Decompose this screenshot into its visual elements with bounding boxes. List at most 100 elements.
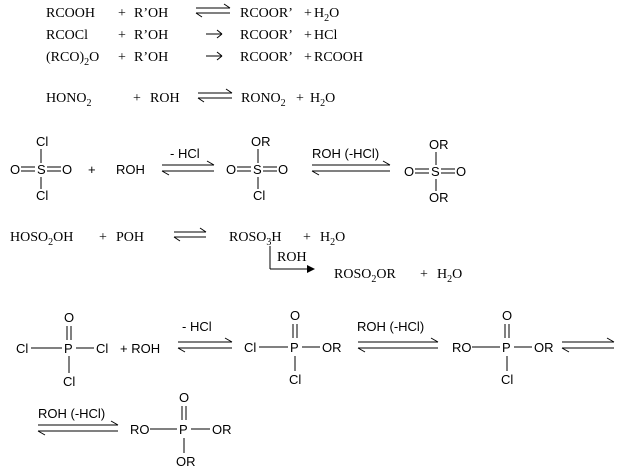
sulfur-atom: S — [37, 162, 46, 177]
reactant-anhydride: (RCO)2O — [46, 50, 99, 68]
reactant-alcohol: R’OH — [134, 28, 168, 43]
reactant-alcohol: ROH — [116, 162, 145, 177]
plus-sign: + — [303, 230, 311, 245]
oxygen-atom-top: O — [179, 390, 189, 405]
forward-arrow — [206, 29, 223, 39]
esterification-anhydride: (RCO)2O + R’OH RCOOR’ + RCOOH — [46, 50, 363, 68]
phosphoryl-chloride-reaction: O Cl P Cl Cl + ROH - HCl O Cl P — [16, 308, 615, 469]
oxygen-atom-right: O — [456, 164, 466, 179]
phosphorus-atom: P — [64, 341, 73, 356]
reactant-alcohol: ROH — [150, 91, 180, 106]
chlorine-atom-bottom: Cl — [289, 372, 301, 387]
chlorine-atom-bottom: Cl — [63, 374, 75, 389]
arrow-label-hcl: - HCl — [170, 146, 200, 161]
arrow-label-roh-hcl: ROH (-HCl) — [38, 406, 105, 421]
chlorine-atom-bottom: Cl — [501, 372, 513, 387]
chlorine-atom-top: Cl — [36, 134, 48, 149]
oxygen-atom-left: O — [10, 162, 20, 177]
plus-sign: + — [118, 6, 126, 21]
reactant-acid: RCOOH — [46, 6, 95, 21]
reactant-alcohol: + ROH — [120, 341, 160, 356]
or-group-top: OR — [251, 134, 271, 149]
oxygen-atom-top: O — [290, 308, 300, 323]
branch-label-roh: ROH — [277, 250, 307, 265]
reactant-alcohol: R’OH — [134, 50, 168, 65]
byproduct-water: H2O — [310, 91, 335, 109]
equilibrium-arrow — [177, 337, 233, 353]
equilibrium-arrow — [161, 160, 215, 176]
oxygen-atom-right: O — [278, 162, 288, 177]
chlorine-atom-bottom: Cl — [36, 188, 48, 203]
or-group-top: OR — [429, 137, 449, 152]
byproduct-hcl: HCl — [314, 28, 337, 43]
chlorine-atom-left: Cl — [244, 340, 256, 355]
chlorine-atom-bottom: Cl — [253, 188, 265, 203]
reactant-nitric-acid: HONO2 — [46, 91, 91, 109]
sulfuryl-chloride-structure: Cl O S O Cl — [10, 134, 72, 203]
plus-sign: + — [304, 50, 312, 65]
oxygen-atom-left: O — [404, 164, 414, 179]
product-ester: RCOOR’ — [240, 28, 293, 43]
equilibrium-arrow — [197, 88, 233, 103]
equilibrium-arrow — [195, 3, 231, 18]
plus-sign: + — [304, 6, 312, 21]
oxygen-atom-right: O — [62, 162, 72, 177]
sulfur-atom: S — [253, 162, 262, 177]
byproduct-water: H2O — [314, 6, 339, 24]
trialkyl-phosphate-structure: O RO P OR OR — [130, 390, 232, 469]
arrow-label-roh-hcl: ROH (-HCl) — [312, 146, 379, 161]
nitric-ester-reaction: HONO2 + ROH RONO2 + H2O — [46, 88, 335, 109]
byproduct-acid: RCOOH — [314, 50, 363, 65]
arrow-label-roh-hcl: ROH (-HCl) — [357, 319, 424, 334]
chlorophosphate-diester-structure: O RO P OR Cl — [452, 308, 554, 387]
chlorosulfate-structure: OR O S O Cl — [226, 134, 288, 203]
or-group-right: OR — [212, 422, 232, 437]
plus-sign: + — [304, 28, 312, 43]
or-group-right: OR — [534, 340, 554, 355]
ro-group-left: RO — [130, 422, 150, 437]
equilibrium-arrow — [357, 337, 439, 353]
branch-arrow — [269, 246, 315, 273]
reactant-alcohol: POH — [116, 230, 144, 245]
ro-group-left: RO — [452, 340, 472, 355]
plus-sign: + — [420, 267, 428, 282]
arrow-label-hcl: - HCl — [182, 319, 212, 334]
sulfur-atom: S — [431, 164, 440, 179]
plus-sign: + — [88, 162, 96, 177]
plus-sign: + — [133, 91, 141, 106]
esterification-acid-chloride: RCOCl + R’OH RCOOR’ + HCl — [46, 28, 337, 43]
reactant-sulfuric-acid: HOSO2OH — [10, 230, 73, 248]
phosphoryl-chloride-structure: O Cl P Cl Cl — [16, 310, 108, 389]
plus-sign: + — [118, 28, 126, 43]
forward-arrow — [206, 51, 223, 61]
product-nitrate: RONO2 — [241, 91, 287, 109]
chlorine-atom-left: Cl — [16, 341, 28, 356]
byproduct-water: H2O — [437, 267, 462, 285]
reactant-acid-chloride: RCOCl — [46, 28, 88, 43]
product-ester: RCOOR’ — [240, 6, 293, 21]
chlorine-atom-right: Cl — [96, 341, 108, 356]
dichlorophosphate-structure: O Cl P OR Cl — [244, 308, 342, 387]
plus-sign: + — [118, 50, 126, 65]
product-dialkyl-sulfate: ROSO2OR — [334, 267, 396, 285]
or-group-bottom: OR — [429, 190, 449, 205]
oxygen-atom-left: O — [226, 162, 236, 177]
plus-sign: + — [99, 230, 107, 245]
byproduct-water: H2O — [320, 230, 345, 248]
product-ester: RCOOR’ — [240, 50, 293, 65]
oxygen-atom-top: O — [502, 308, 512, 323]
equilibrium-arrow — [561, 337, 615, 353]
dialkyl-sulfate-structure: OR O S O OR — [404, 137, 466, 205]
oxygen-atom-top: O — [64, 310, 74, 325]
product-alkyl-hydrogen-sulfate: ROSO3H — [229, 230, 281, 248]
equilibrium-arrow — [311, 160, 391, 176]
or-group-right: OR — [322, 340, 342, 355]
plus-sign: + — [296, 91, 304, 106]
or-group-bottom: OR — [176, 454, 196, 469]
reactant-alcohol: R’OH — [134, 6, 168, 21]
phosphorus-atom: P — [290, 340, 299, 355]
sulfuryl-chloride-reaction: Cl O S O Cl + ROH - HCl OR O — [10, 134, 466, 205]
sulfuric-ester-reaction: HOSO2OH + POH ROSO3H + H2O ROH ROSO2OR +… — [10, 227, 462, 285]
phosphorus-atom: P — [502, 340, 511, 355]
